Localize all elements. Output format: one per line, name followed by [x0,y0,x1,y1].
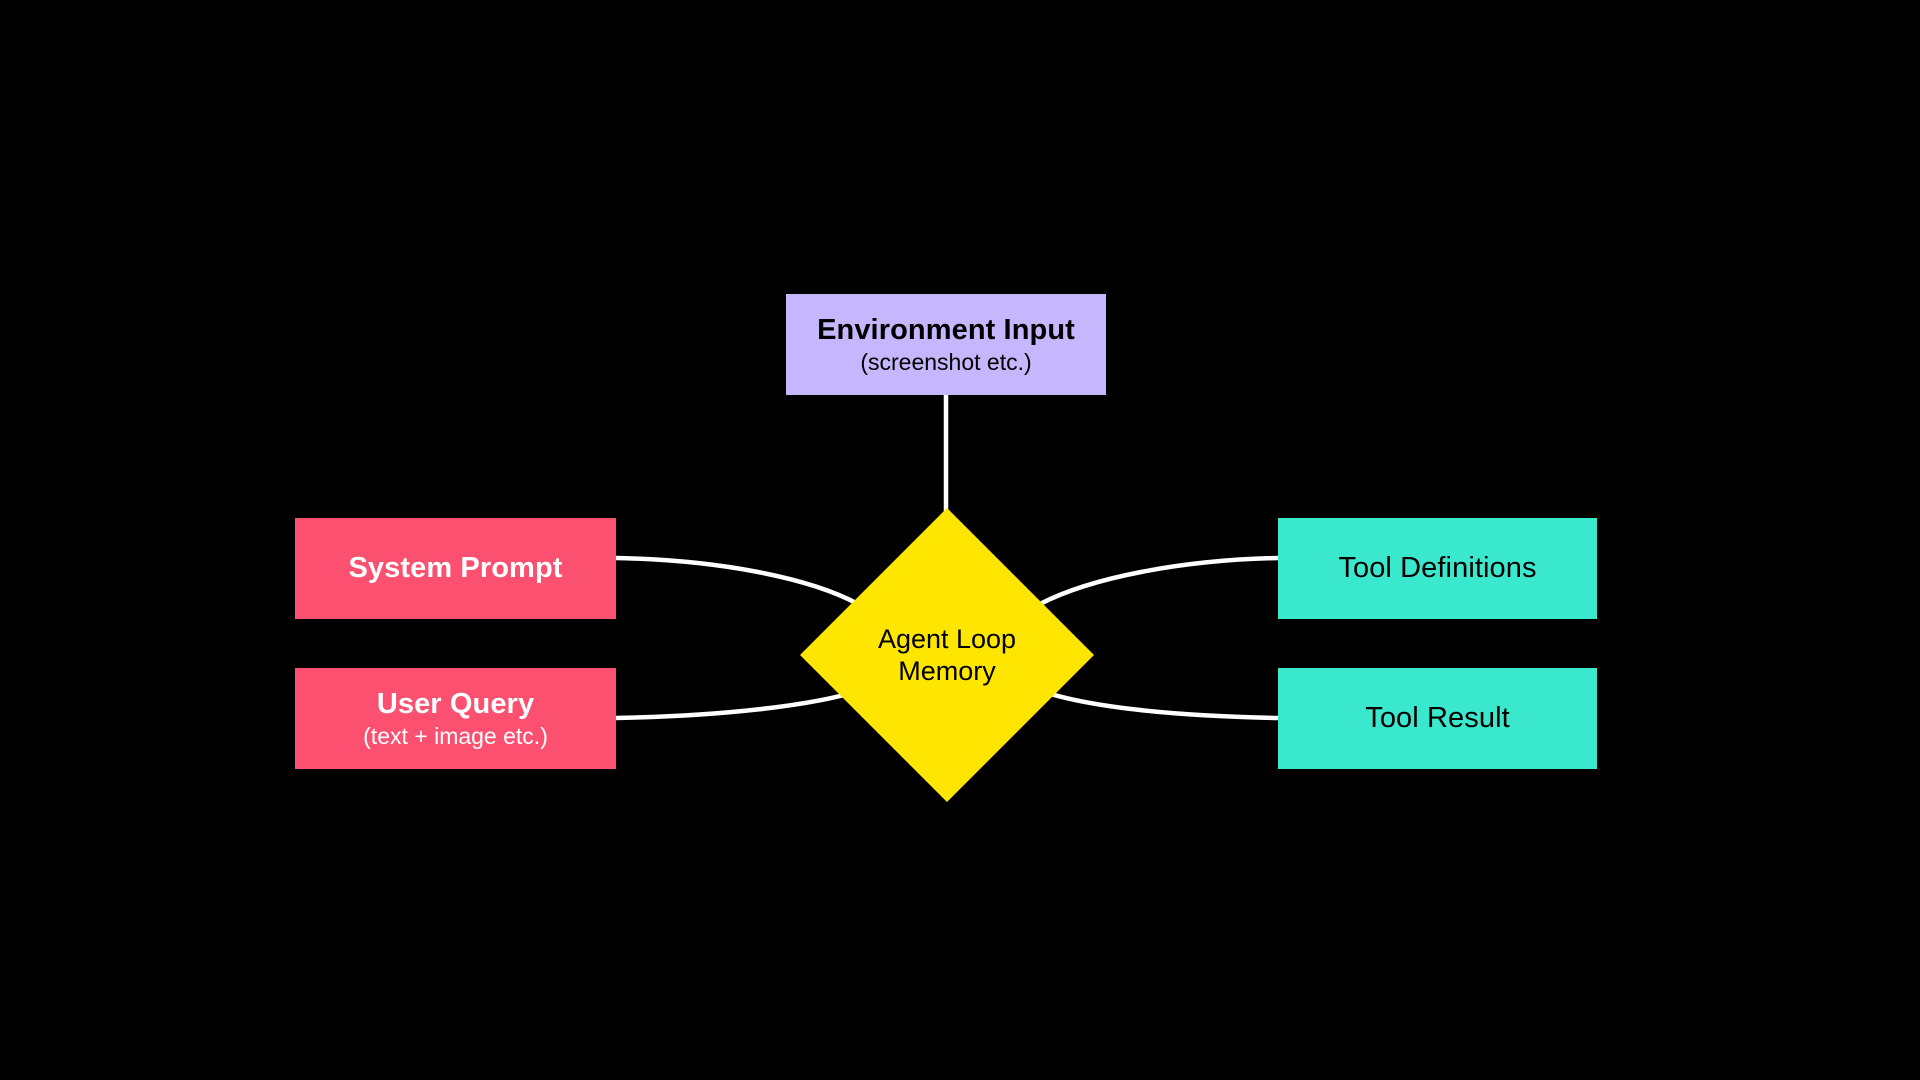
node-environment-input[interactable]: Environment Input (screenshot etc.) [786,294,1106,395]
node-agent-loop-memory-line1: Agent Loop [877,623,1017,654]
node-agent-loop-memory-label: Agent Loop Memory [878,623,1016,688]
node-agent-loop-memory-line2: Memory [898,656,996,686]
node-system-prompt[interactable]: System Prompt [295,518,616,619]
node-system-prompt-title: System Prompt [348,552,563,585]
node-environment-input-subtitle: (screenshot etc.) [860,349,1032,376]
node-tool-result[interactable]: Tool Result [1278,668,1597,769]
node-user-query-title: User Query [376,687,535,720]
node-agent-loop-memory[interactable]: Agent Loop Memory [800,508,1094,802]
node-tool-result-title: Tool Result [1365,702,1510,735]
node-user-query-subtitle: (text + image etc.) [363,723,548,750]
node-environment-input-title: Environment Input [817,313,1075,346]
node-user-query[interactable]: User Query (text + image etc.) [295,668,616,769]
node-tool-definitions[interactable]: Tool Definitions [1278,518,1597,619]
node-tool-definitions-title: Tool Definitions [1338,552,1537,585]
